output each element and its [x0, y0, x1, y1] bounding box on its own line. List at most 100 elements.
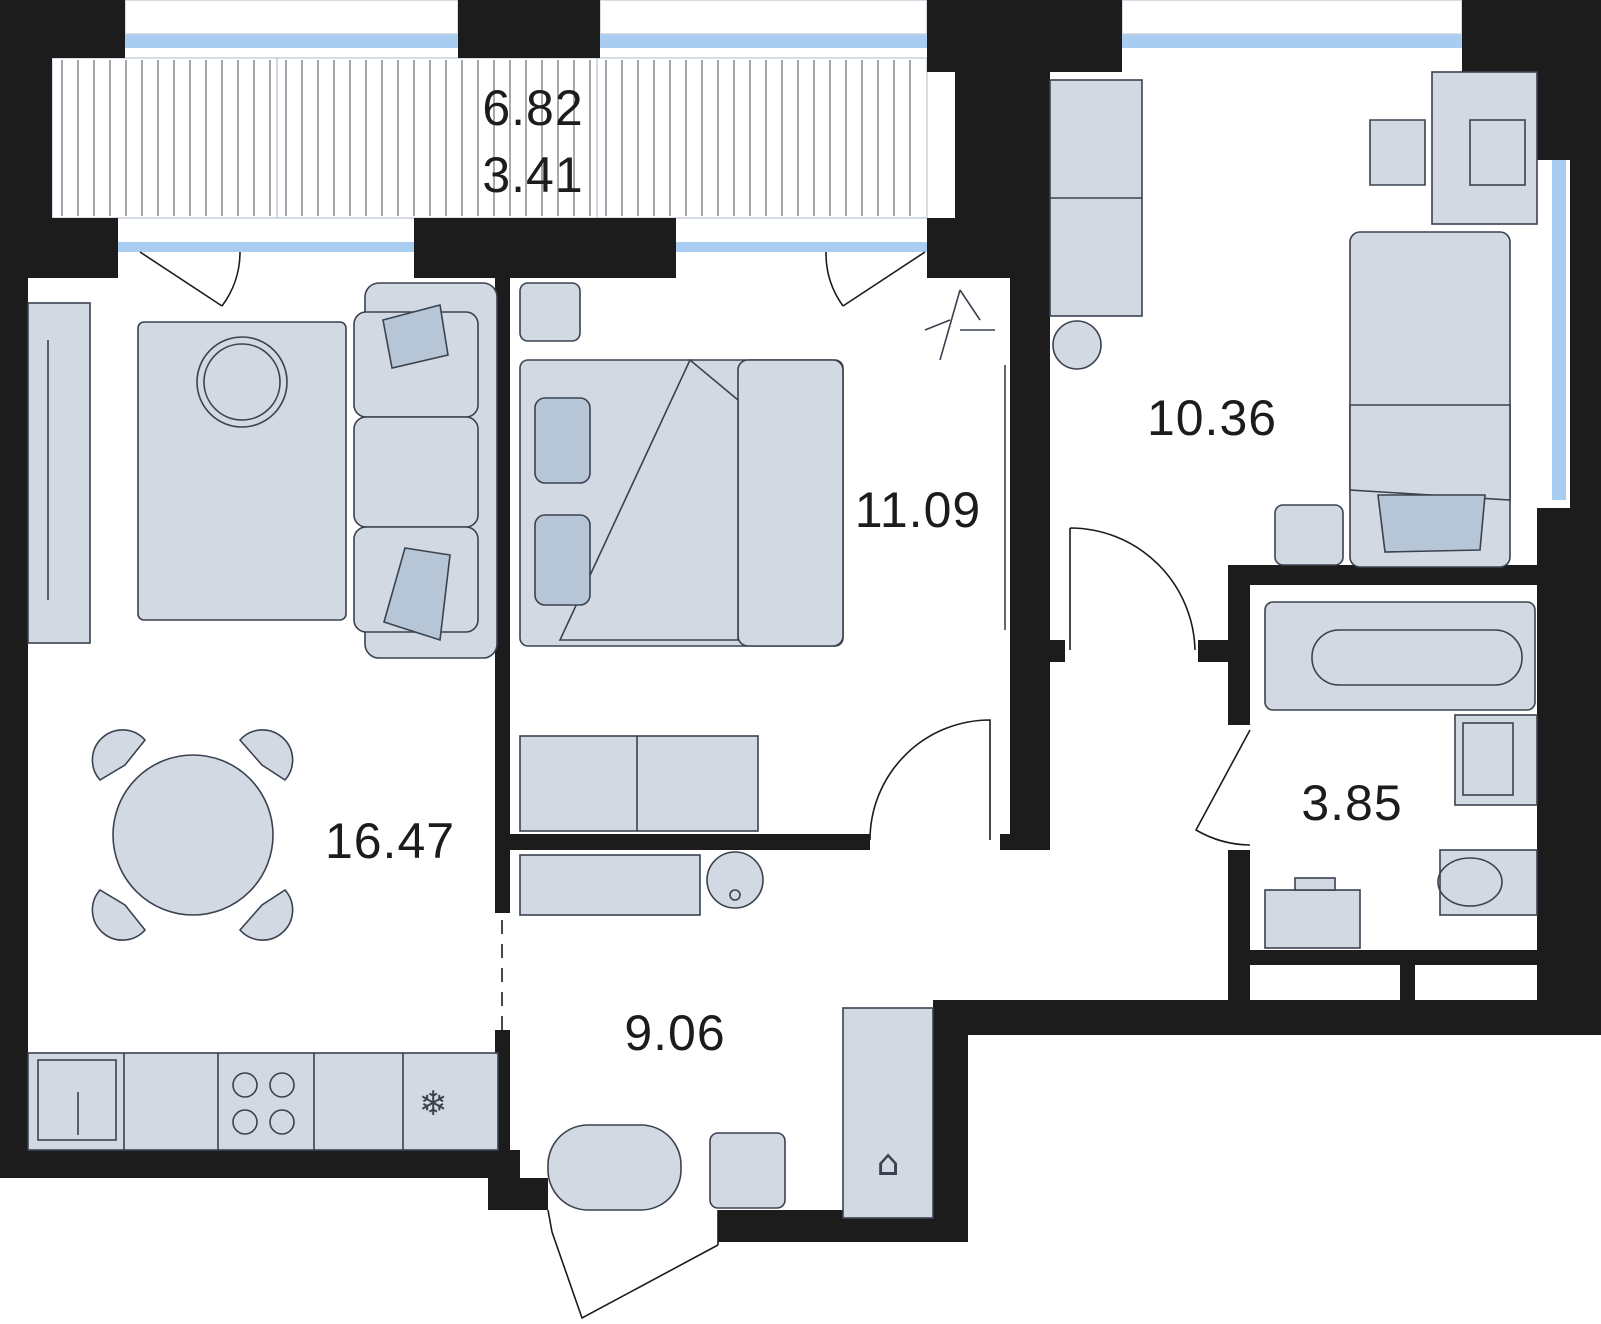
wall [510, 834, 870, 850]
wall [1528, 0, 1601, 160]
wall [0, 218, 28, 1178]
wall [1228, 850, 1250, 1010]
doors [139, 251, 1251, 1320]
wardrobe [842, 1007, 934, 1219]
wall [0, 1150, 520, 1178]
hallway-furniture: ⌂ [519, 851, 934, 1219]
kids-room-door [1069, 527, 1196, 651]
wall [1010, 278, 1050, 320]
bathroom-door [1194, 729, 1251, 846]
toy-box [1274, 504, 1344, 566]
pillow [1377, 494, 1486, 553]
bedroom-furniture [519, 282, 1006, 832]
living-furniture: ❄ [27, 282, 499, 1151]
balcony-door [825, 251, 926, 307]
wall [933, 1000, 968, 1242]
cushion [382, 304, 449, 369]
toilet-bowl [1437, 857, 1503, 907]
coffee-table [203, 343, 281, 421]
balcony-area-main: 6.82 [482, 80, 583, 136]
washbasin [1454, 714, 1538, 806]
wardrobe [519, 735, 759, 832]
balcony-floor [596, 57, 928, 219]
wall [927, 218, 957, 278]
bathtub [1264, 601, 1536, 711]
sofa-seat [353, 416, 479, 528]
stove-burner [269, 1072, 295, 1098]
pillow [534, 514, 591, 606]
bathroom-area: 3.85 [1301, 775, 1402, 831]
balcony-floor [276, 57, 598, 219]
wall [933, 1000, 1601, 1035]
balcony [51, 0, 1463, 219]
blanket [737, 359, 844, 647]
walls [0, 0, 1601, 1242]
living-kitchen-area: 16.47 [325, 813, 455, 869]
stove-burner [232, 1072, 258, 1098]
entrance-door [547, 1209, 719, 1320]
bedroom-area: 11.09 [855, 482, 981, 538]
desk [1431, 71, 1538, 225]
balcony-floor [51, 57, 278, 219]
kids-room-side-window [1552, 160, 1566, 500]
wall [458, 0, 600, 58]
dining-chair [91, 729, 147, 782]
wall [1400, 950, 1415, 1010]
kids-room-window-frame [1121, 0, 1463, 35]
kids-room-furniture [1049, 71, 1538, 568]
plant-icon [924, 289, 995, 361]
bed-sheet [558, 358, 739, 641]
hallway-area: 9.06 [624, 1005, 725, 1061]
blanket [1349, 404, 1511, 501]
wall [1228, 565, 1573, 585]
area-labels: 6.82 3.41 16.47 11.09 10.36 9.06 3.85 [325, 80, 1402, 1061]
toilet [1439, 849, 1538, 916]
nightstand [519, 282, 581, 342]
snowflake-icon: ❄ [419, 1084, 448, 1124]
tv-stand [27, 302, 91, 644]
kitchen-counter [27, 1052, 499, 1151]
shoe-cabinet [519, 854, 701, 916]
bathtub-basin [1311, 629, 1523, 686]
wall [414, 218, 676, 278]
kids-room-window [1122, 34, 1462, 48]
washing-machine-lid [1294, 877, 1336, 891]
bedroom-door [869, 719, 991, 841]
wall [1045, 640, 1065, 662]
coffee-table [196, 336, 288, 428]
balcony-door [139, 251, 241, 307]
living-balcony-window [118, 242, 414, 252]
dining-chair [91, 888, 147, 941]
wall [488, 1178, 548, 1210]
balcony-window [118, 34, 458, 48]
laptop [1469, 119, 1526, 186]
bathroom-furniture [1264, 601, 1538, 949]
dining-chair [238, 729, 294, 782]
pouf [547, 1124, 682, 1211]
robot-vacuum-icon [729, 889, 741, 901]
rug [137, 321, 347, 621]
wall [1010, 278, 1050, 850]
wall [955, 58, 1050, 278]
dining-table [112, 754, 274, 916]
stove-burner [232, 1109, 258, 1135]
washbasin-bowl [1462, 722, 1514, 796]
ball-icon [1052, 320, 1102, 370]
balcony-window-frame [599, 0, 928, 35]
dining-chair [238, 888, 294, 941]
sink [37, 1059, 117, 1141]
cushion [383, 547, 451, 642]
stove-burner [269, 1109, 295, 1135]
robot-vacuum-icon [706, 851, 764, 909]
balcony-window [592, 34, 927, 48]
balcony-area-secondary: 3.41 [482, 147, 583, 203]
balcony-slats [61, 60, 911, 216]
wall [495, 278, 510, 913]
washing-machine [1264, 889, 1361, 949]
wall [0, 0, 52, 232]
balcony-window-frame [124, 0, 459, 35]
desk-chair [1369, 119, 1426, 186]
bedroom-balcony-window [676, 242, 927, 252]
hanger-icon: ⌂ [877, 1143, 900, 1184]
